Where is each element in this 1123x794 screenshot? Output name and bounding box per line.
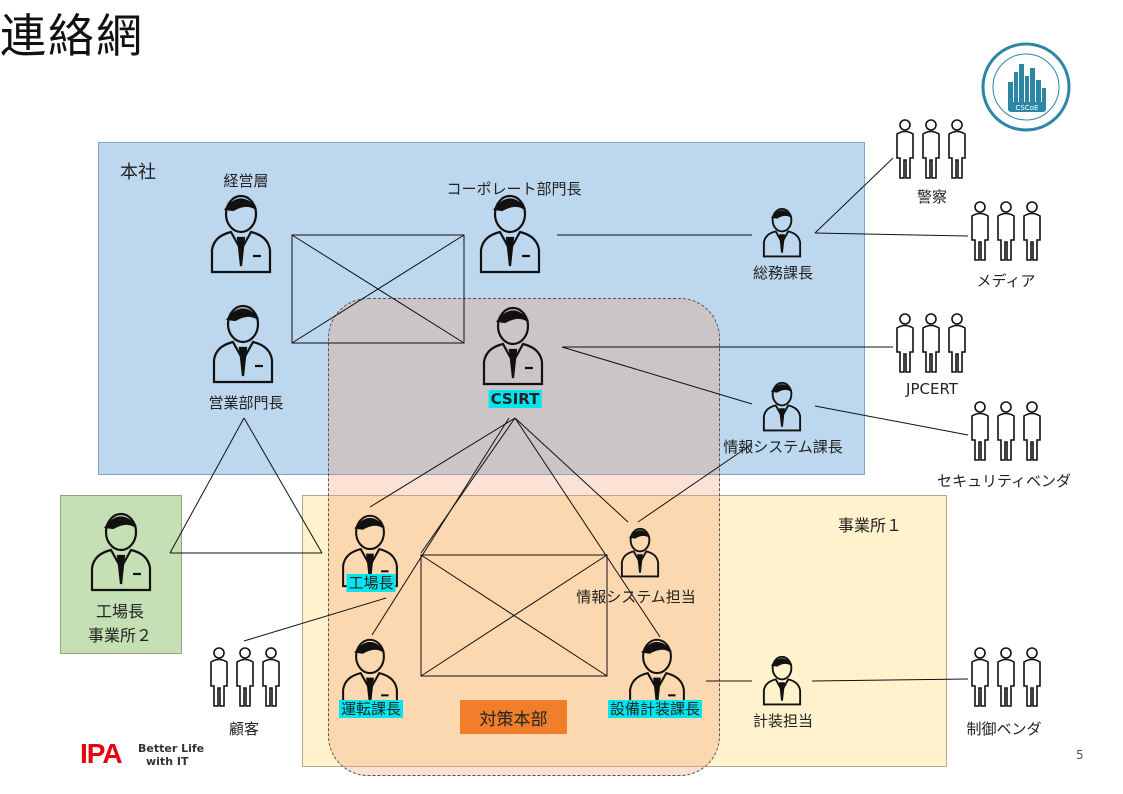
media-group-icon [968,200,1044,266]
svg-text:CSCoE: CSCoE [1016,104,1039,112]
jpcert-group-icon [893,312,969,378]
plant-manager-label: 工場長 [346,572,396,593]
hq-region [98,142,865,475]
management-person-icon [209,192,273,278]
control-vendor-group-icon [968,646,1044,712]
ipa-logo-brand: IPA [80,738,123,769]
it-manager-person-icon [762,380,802,436]
site2-label-line2: 事業所２ [87,626,153,645]
equipment-label-text: 設備計装課長 [607,700,703,718]
customer-group-icon [207,646,283,712]
police-label: 警察 [916,188,948,206]
management-label: 経営層 [223,172,269,190]
operations-label: 運転課長 [338,698,404,719]
plant-manager-label-text: 工場長 [346,574,396,592]
media-label: メディア [976,272,1036,290]
it-staff-label: 情報システム担当 [576,588,696,606]
instrumentation-label: 計装担当 [752,712,814,730]
plant-manager-person-icon [340,512,400,592]
security-vendor-label: セキュリティベンダ [936,472,1072,490]
cscoe-seal-logo: CSCoE [978,42,1074,132]
control-vendor-label: 制御ベンダ [966,720,1042,738]
site2-person-icon [89,510,153,596]
sales-person-icon [211,302,275,388]
site1-label: 事業所１ [838,516,903,535]
operations-person-icon [340,636,400,716]
task-force-region [328,298,720,776]
customer-label: 顧客 [228,720,260,738]
page-title: 連絡網 [0,9,144,63]
it-manager-label: 情報システム課長 [723,438,843,456]
ipa-logo: IPA Better Life with IT [80,738,204,772]
security-vendor-group-icon [968,400,1044,466]
general-affairs-person-icon [762,206,802,262]
operations-label-text: 運転課長 [338,700,404,718]
hq-label: 本社 [120,162,156,183]
police-group-icon [893,118,969,184]
task-force-badge: 対策本部 [460,700,567,734]
csirt-label-text: CSIRT [488,390,542,408]
csirt-label: CSIRT [488,390,542,408]
ipa-logo-tagline-1: Better Life [138,742,205,755]
jpcert-label: JPCERT [906,380,958,398]
ipa-logo-tagline-2: with IT [146,755,189,768]
equipment-label: 設備計装課長 [607,698,703,719]
instrumentation-person-icon [762,654,802,710]
corporate-label: コーポレート部門長 [446,180,582,198]
site1-region [302,495,947,767]
equipment-person-icon [627,636,687,716]
site2-label-line1: 工場長 [95,602,145,621]
it-staff-person-icon [620,526,660,582]
csirt-person-icon [481,304,545,390]
corporate-person-icon [478,192,542,278]
sales-label: 営業部門長 [208,394,284,412]
general-affairs-label: 総務課長 [752,264,814,282]
page-number: 5 [1076,748,1084,762]
